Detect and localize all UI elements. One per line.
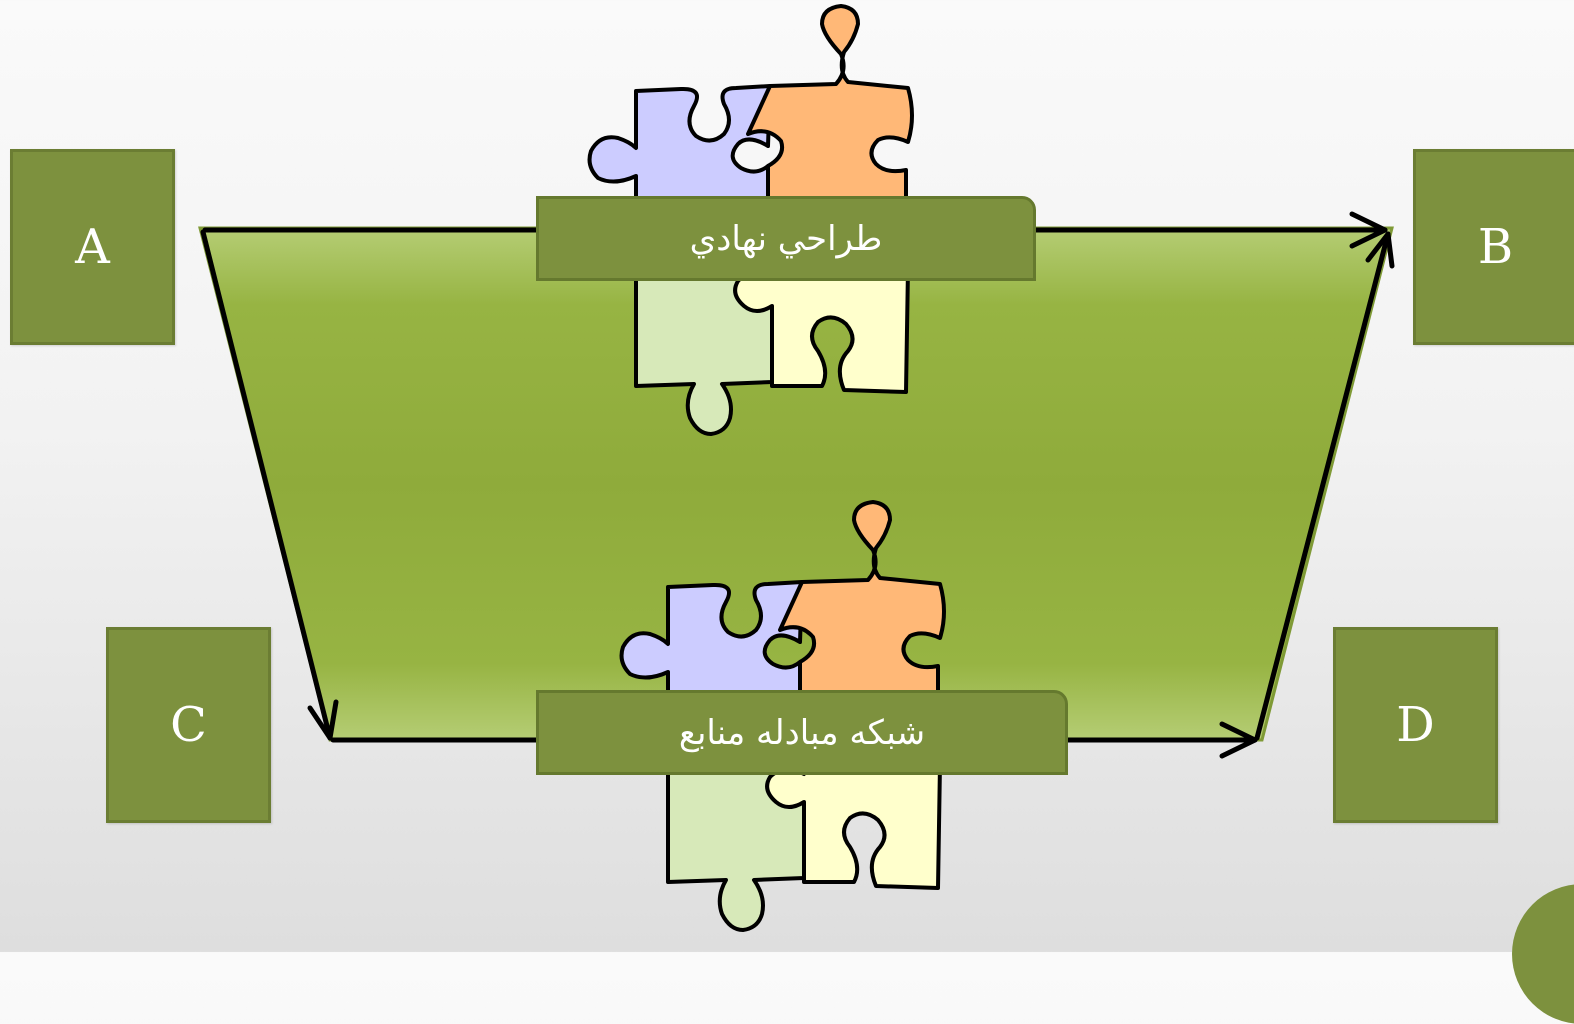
banner-bottom-label: شبكه مبادله منابع <box>678 712 926 753</box>
node-c-label: C <box>170 697 207 753</box>
node-d-label: D <box>1396 697 1435 753</box>
node-c: C <box>106 627 271 823</box>
arrow-d-to-b <box>1254 231 1395 741</box>
node-d: D <box>1333 627 1498 823</box>
banner-resource-exchange-network: شبكه مبادله منابع <box>536 690 1068 775</box>
node-a-label: A <box>75 219 110 275</box>
banner-top-label: طراحي نهادي <box>689 218 883 259</box>
banner-institutional-design: طراحي نهادي <box>536 196 1036 281</box>
node-a: A <box>10 149 175 345</box>
node-b-label: B <box>1477 219 1514 275</box>
node-b: B <box>1413 149 1574 345</box>
arrow-a-to-c <box>200 229 339 741</box>
